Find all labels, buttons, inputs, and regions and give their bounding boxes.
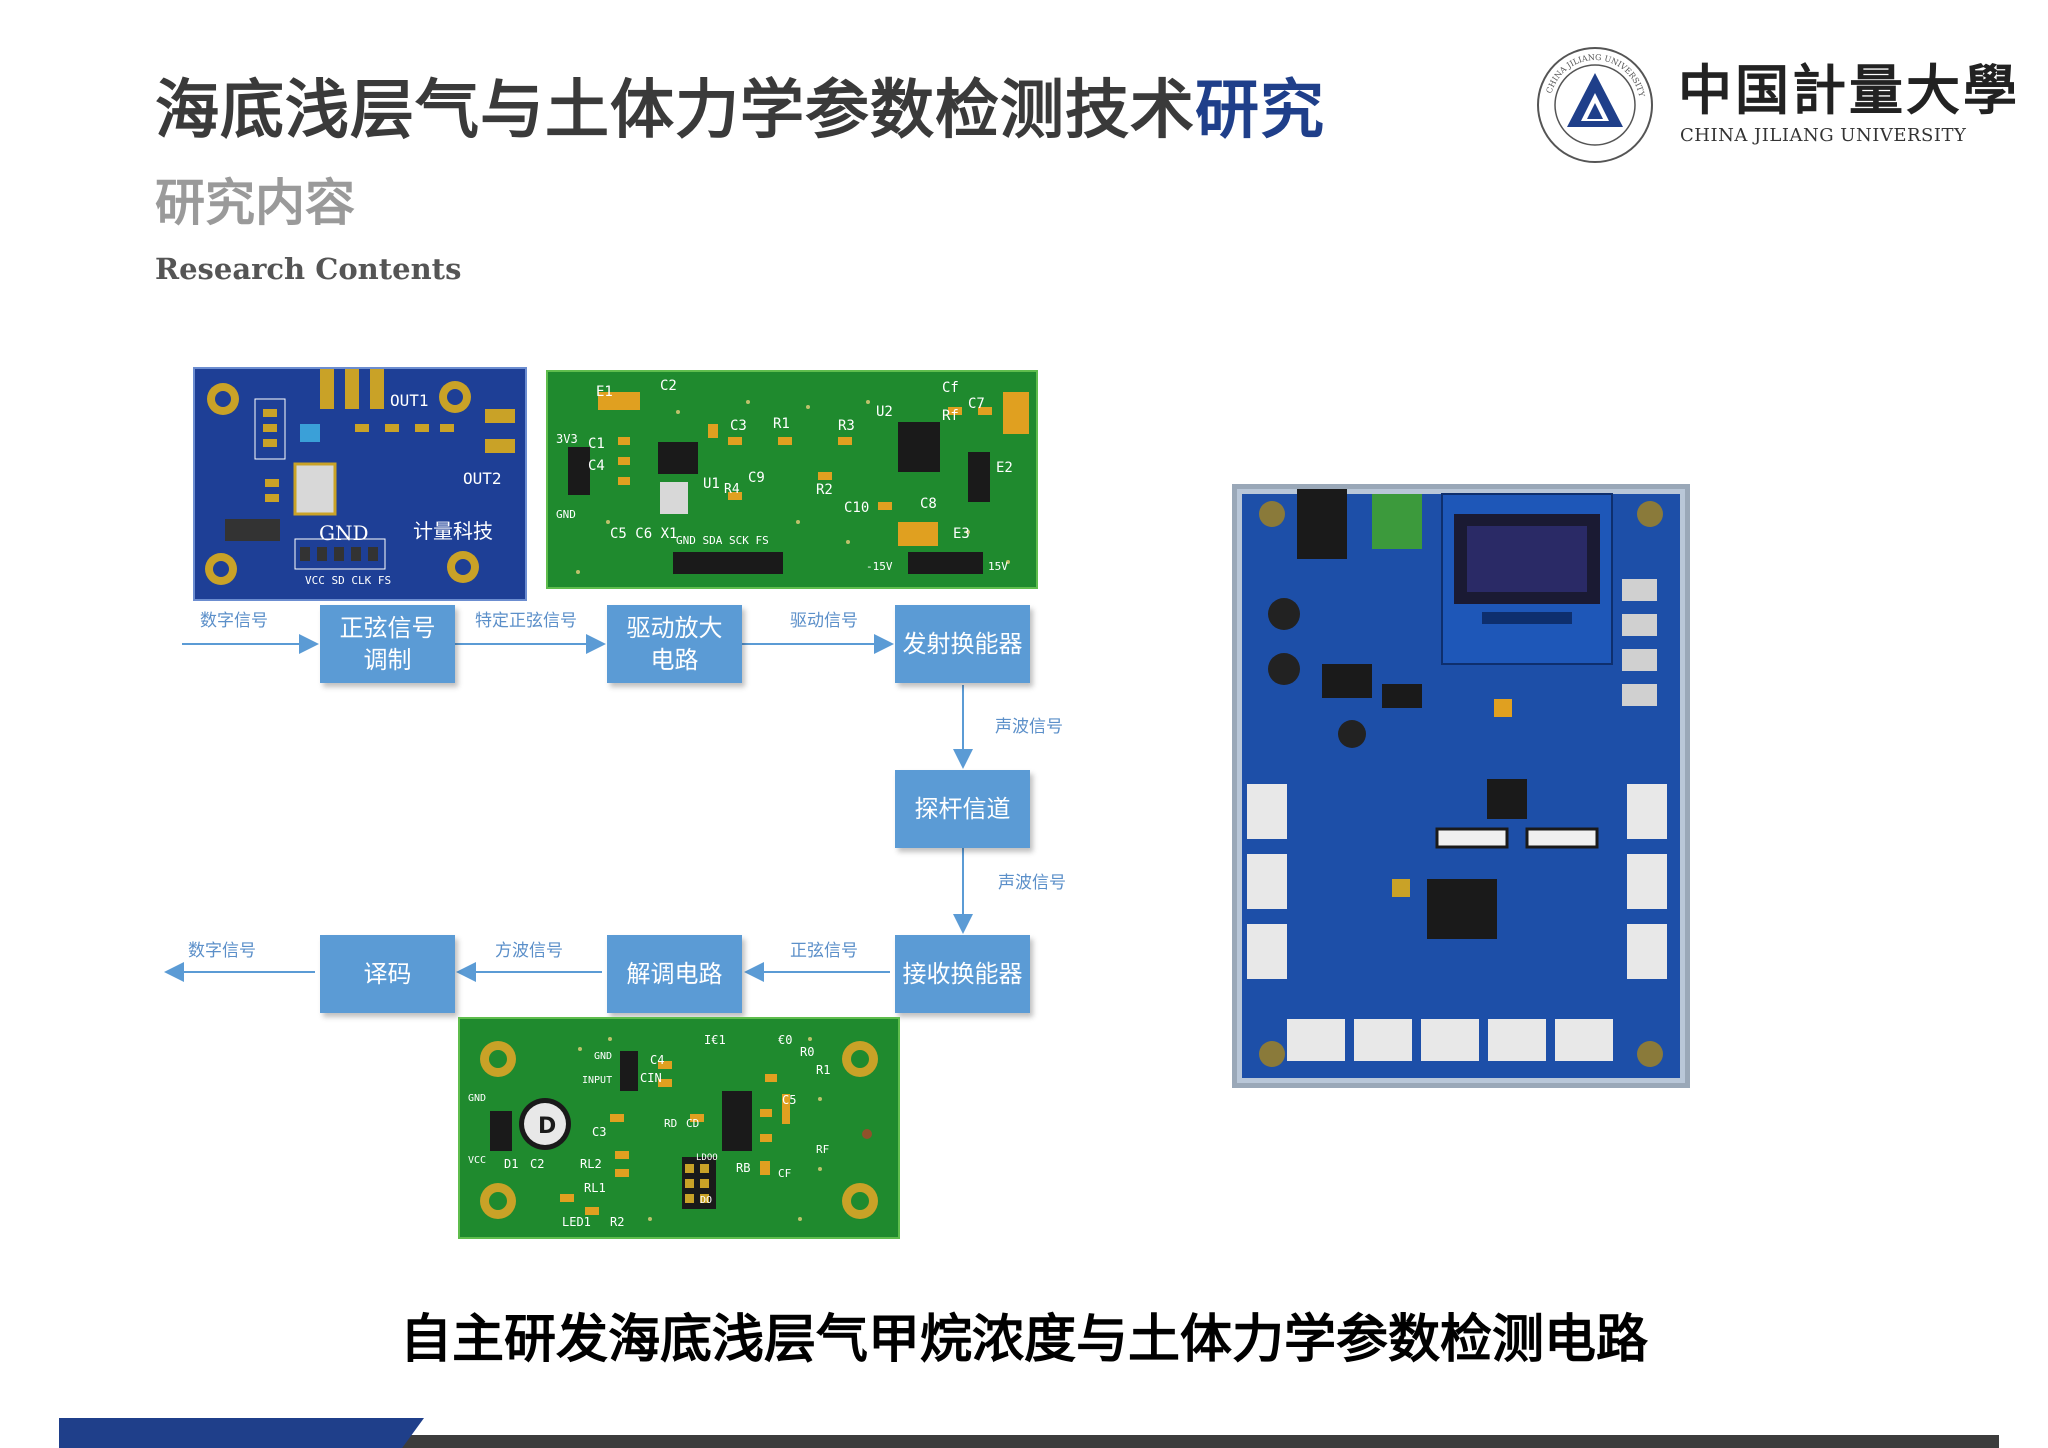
signal-flowchart-arrows xyxy=(164,634,973,982)
pcb3-label-vcc: VCC xyxy=(468,1155,487,1166)
pcb2-label-e3: E3 xyxy=(953,526,970,542)
university-name-en: CHINA JILIANG UNIVERSITY xyxy=(1680,125,1967,146)
flow-box-probe-channel: 探杆信道 xyxy=(895,770,1030,848)
pcb3-label-d1: D1 xyxy=(504,1157,519,1171)
pcb2-label-neg15v: -15V xyxy=(866,560,893,573)
pcb-transmitter-board: OUT1 OUT2 GND 计量科技 VCC SD CLK FS xyxy=(193,367,527,601)
flow-label-acoustic-2: 声波信号 xyxy=(998,873,1066,893)
pcb2-label-rf: Rf xyxy=(942,408,959,424)
pcb3-label-do: DO xyxy=(700,1195,713,1206)
main-title-highlight: 研究 xyxy=(1195,74,1325,148)
flow-label-drive-signal: 驱动信号 xyxy=(790,611,858,631)
flow-label-digital-out: 数字信号 xyxy=(188,941,256,961)
pcb3-label-r2: R2 xyxy=(610,1215,625,1229)
flow-label-square-wave: 方波信号 xyxy=(495,941,563,961)
pcb3-label-rb: RB xyxy=(736,1161,751,1175)
pcb2-label-r4: R4 xyxy=(724,482,740,497)
pcb2-label-bus-pins: GND SDA SCK FS xyxy=(676,534,769,547)
pcb-driver-board: E1 C2 C3 R1 R3 U2 Cf C7 Rf 3V3 C1 C4 U1 … xyxy=(546,370,1038,589)
pcb3-label-rl2: RL2 xyxy=(580,1157,602,1171)
section-title: 研究内容 xyxy=(155,174,355,232)
flow-box-driver-amplifier: 驱动放大 电路 xyxy=(607,605,742,683)
main-title-text: 海底浅层气与土体力学参数检测技术 xyxy=(155,74,1195,148)
pcb-label-out1: OUT1 xyxy=(390,391,429,410)
pcb-receiver-artwork: D xyxy=(480,1037,878,1221)
pcb3-label-c4: C4 xyxy=(650,1053,665,1067)
pcb2-label-e2: E2 xyxy=(996,460,1013,476)
pcb3-label-c2: C2 xyxy=(530,1157,545,1171)
pcb2-label-c5c6x1: C5 C6 X1 xyxy=(610,526,678,542)
pcb3-label-r1: R1 xyxy=(816,1063,831,1077)
university-name-cn: 中国計量大學 xyxy=(1678,58,2020,122)
pcb3-label-rf: RF xyxy=(816,1143,830,1156)
main-title: 海底浅层气与土体力学参数检测技术研究 xyxy=(155,66,1325,156)
pcb2-label-c7: C7 xyxy=(968,396,985,412)
pcb2-label-15v: 15V xyxy=(988,560,1008,573)
pcb2-label-cf: Cf xyxy=(942,380,959,396)
pcb3-label-rd: RD xyxy=(664,1117,678,1130)
pcb3-label-led1: LED1 xyxy=(562,1215,591,1229)
flow-label-specific-sine: 特定正弦信号 xyxy=(475,611,577,631)
pcb3-label-cd: CD xyxy=(686,1117,700,1130)
flow-box-receive-transducer: 接收换能器 xyxy=(895,935,1030,1013)
pcb3-label-c3: C3 xyxy=(592,1125,607,1139)
flow-label-sine-signal: 正弦信号 xyxy=(790,941,858,961)
pcb2-label-c9: C9 xyxy=(748,470,765,486)
flow-label-digital-in: 数字信号 xyxy=(200,611,268,631)
footer-bar xyxy=(59,1435,1999,1448)
pcb2-label-u1: U1 xyxy=(703,476,720,492)
pcb2-label-3v3: 3V3 xyxy=(556,432,578,446)
pcb3-label-cf: CF xyxy=(778,1167,792,1180)
assembled-board-artwork xyxy=(1232,484,1690,1088)
pcb2-label-gnd: GND xyxy=(556,508,576,521)
pcb2-label-c10: C10 xyxy=(844,500,870,516)
pcb2-label-r3: R3 xyxy=(838,418,855,434)
svg-text:D: D xyxy=(538,1114,556,1139)
flow-box-sine-modulation: 正弦信号 调制 xyxy=(320,605,455,683)
pcb-label-gnd: GND xyxy=(319,521,369,545)
pcb2-label-e1: E1 xyxy=(596,384,613,400)
pcb3-label-input: INPUT xyxy=(582,1075,613,1086)
pcb2-label-c2: C2 xyxy=(660,378,677,394)
pcb-transmitter-artwork xyxy=(205,369,515,585)
pcb2-label-c3: C3 xyxy=(730,418,747,434)
pcb2-label-r1: R1 xyxy=(773,416,790,432)
pcb-label-brand: 计量科技 xyxy=(413,519,493,543)
pcb2-label-u2: U2 xyxy=(876,404,893,420)
pcb-driver-artwork xyxy=(568,392,1029,574)
pcb2-label-c1: C1 xyxy=(588,436,605,452)
pcb-label-pins: VCC SD CLK FS xyxy=(305,574,392,587)
flow-box-demodulation: 解调电路 xyxy=(607,935,742,1013)
pcb2-label-r2: R2 xyxy=(816,482,833,498)
pcb3-label-e0: €0 xyxy=(778,1033,793,1047)
flow-box-transmit-transducer: 发射换能器 xyxy=(895,605,1030,683)
pcb3-label-gnd-top: GND xyxy=(594,1051,613,1062)
pcb3-label-ldoo: LDOO xyxy=(696,1153,718,1163)
pcb-label-out2: OUT2 xyxy=(463,469,502,488)
slide-caption: 自主研发海底浅层气甲烷浓度与土体力学参数检测电路 xyxy=(399,1310,1648,1370)
flow-label-acoustic-1: 声波信号 xyxy=(995,717,1063,737)
footer-accent-bar xyxy=(59,1418,424,1448)
pcb3-label-gnd-left: GND xyxy=(468,1093,487,1104)
section-title-english: Research Contents xyxy=(155,252,462,286)
flow-box-decoding: 译码 xyxy=(320,935,455,1013)
pcb3-label-c5: C5 xyxy=(782,1093,797,1107)
pcb2-label-c8: C8 xyxy=(920,496,937,512)
pcb3-label-r0: R0 xyxy=(800,1045,815,1059)
pcb-receiver-board: D GND C4 CIN INPUT I€1 €0 R0 R1 C5 GND V… xyxy=(458,1017,900,1239)
pcb3-label-rl1: RL1 xyxy=(584,1181,606,1195)
university-seal-logo: CHINA JILIANG UNIVERSITY xyxy=(1537,47,1653,163)
pcb3-label-cin: CIN xyxy=(640,1071,662,1085)
pcb2-label-c4: C4 xyxy=(588,458,605,474)
assembled-board-photo xyxy=(1232,484,1690,1088)
pcb3-label-ie1: I€1 xyxy=(704,1033,726,1047)
